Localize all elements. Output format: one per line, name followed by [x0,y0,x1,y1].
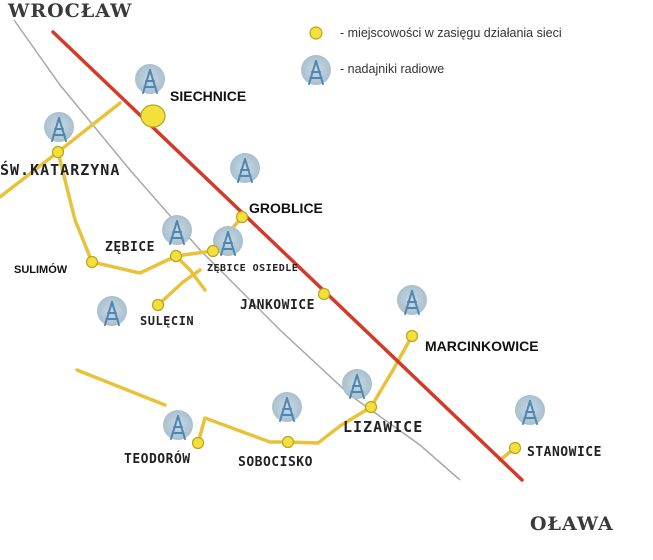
town-dot-sulecin [151,298,165,312]
antenna-icon [229,152,261,184]
legend-antenna-icon [300,54,332,86]
place-label-swkatarzyna: ŚW.KATARZYNA [0,161,121,179]
antenna-icon [134,63,166,95]
town-dot-stanowice [508,441,522,455]
town-dot-teodorow [191,436,205,450]
antenna-icon [271,391,303,423]
place-label-marcinkowice: MARCINKOWICE [425,338,539,354]
road-sulecin [156,268,202,307]
place-label-siechnice: SIECHNICE [170,88,247,104]
place-label-zebice: ZĘBICE [105,240,155,255]
antenna-icon [43,111,75,143]
road-zebice-sulecin [174,254,207,292]
place-label-jankowice: JANKOWICE [240,298,315,313]
towns [51,26,522,455]
railway-line [51,30,524,482]
legend-towns-label: - miejscowości w zasięgu działania sieci [340,26,562,40]
place-label-stanowice: STANOWICE [527,445,602,460]
place-label-lizawice: LIZAWICE [343,418,424,436]
town-dot-groblice [235,210,249,224]
antenna-icon [96,295,128,327]
town-dot-sobocisko [281,435,295,449]
legend-town-dot [309,26,323,40]
antenna-icon [161,214,193,246]
place-label-sulimow: SULIMÓW [14,264,68,276]
legend-antennas-label: - nadajniki radiowe [340,62,445,76]
place-label-sobocisko: SOBOCISKO [238,455,313,470]
place-label-sulecin: SULĘCIN [140,314,195,328]
town-dot-jankowice [317,287,331,301]
antenna-icon [396,284,428,316]
road-lizawice-marcinkowice [369,334,414,409]
town-dot-zebice-osiedle [206,244,220,258]
antenna-icon [162,409,194,441]
town-dot-lizawice [364,400,378,414]
city-label-olawa: OŁAWA [530,513,614,535]
gray-boundary-line [13,19,461,481]
city-label-wroclaw: WROCŁAW [8,0,133,22]
roads [0,101,517,462]
place-label-teodorow: TEODORÓW [124,452,191,467]
town-dot-swkatarzyna [51,145,65,159]
road-west-stub [75,368,167,407]
town-dot-siechnice [140,104,166,128]
place-label-zebice-osiedle: ZĘBICE OSIEDLE [207,263,299,274]
town-dot-zebice [169,249,183,263]
antenna-icon [341,368,373,400]
antenna-icon [514,394,546,426]
place-label-groblice: GROBLICE [249,200,323,216]
town-dot-marcinkowice [405,329,419,343]
town-dot-sulimow [85,255,99,269]
